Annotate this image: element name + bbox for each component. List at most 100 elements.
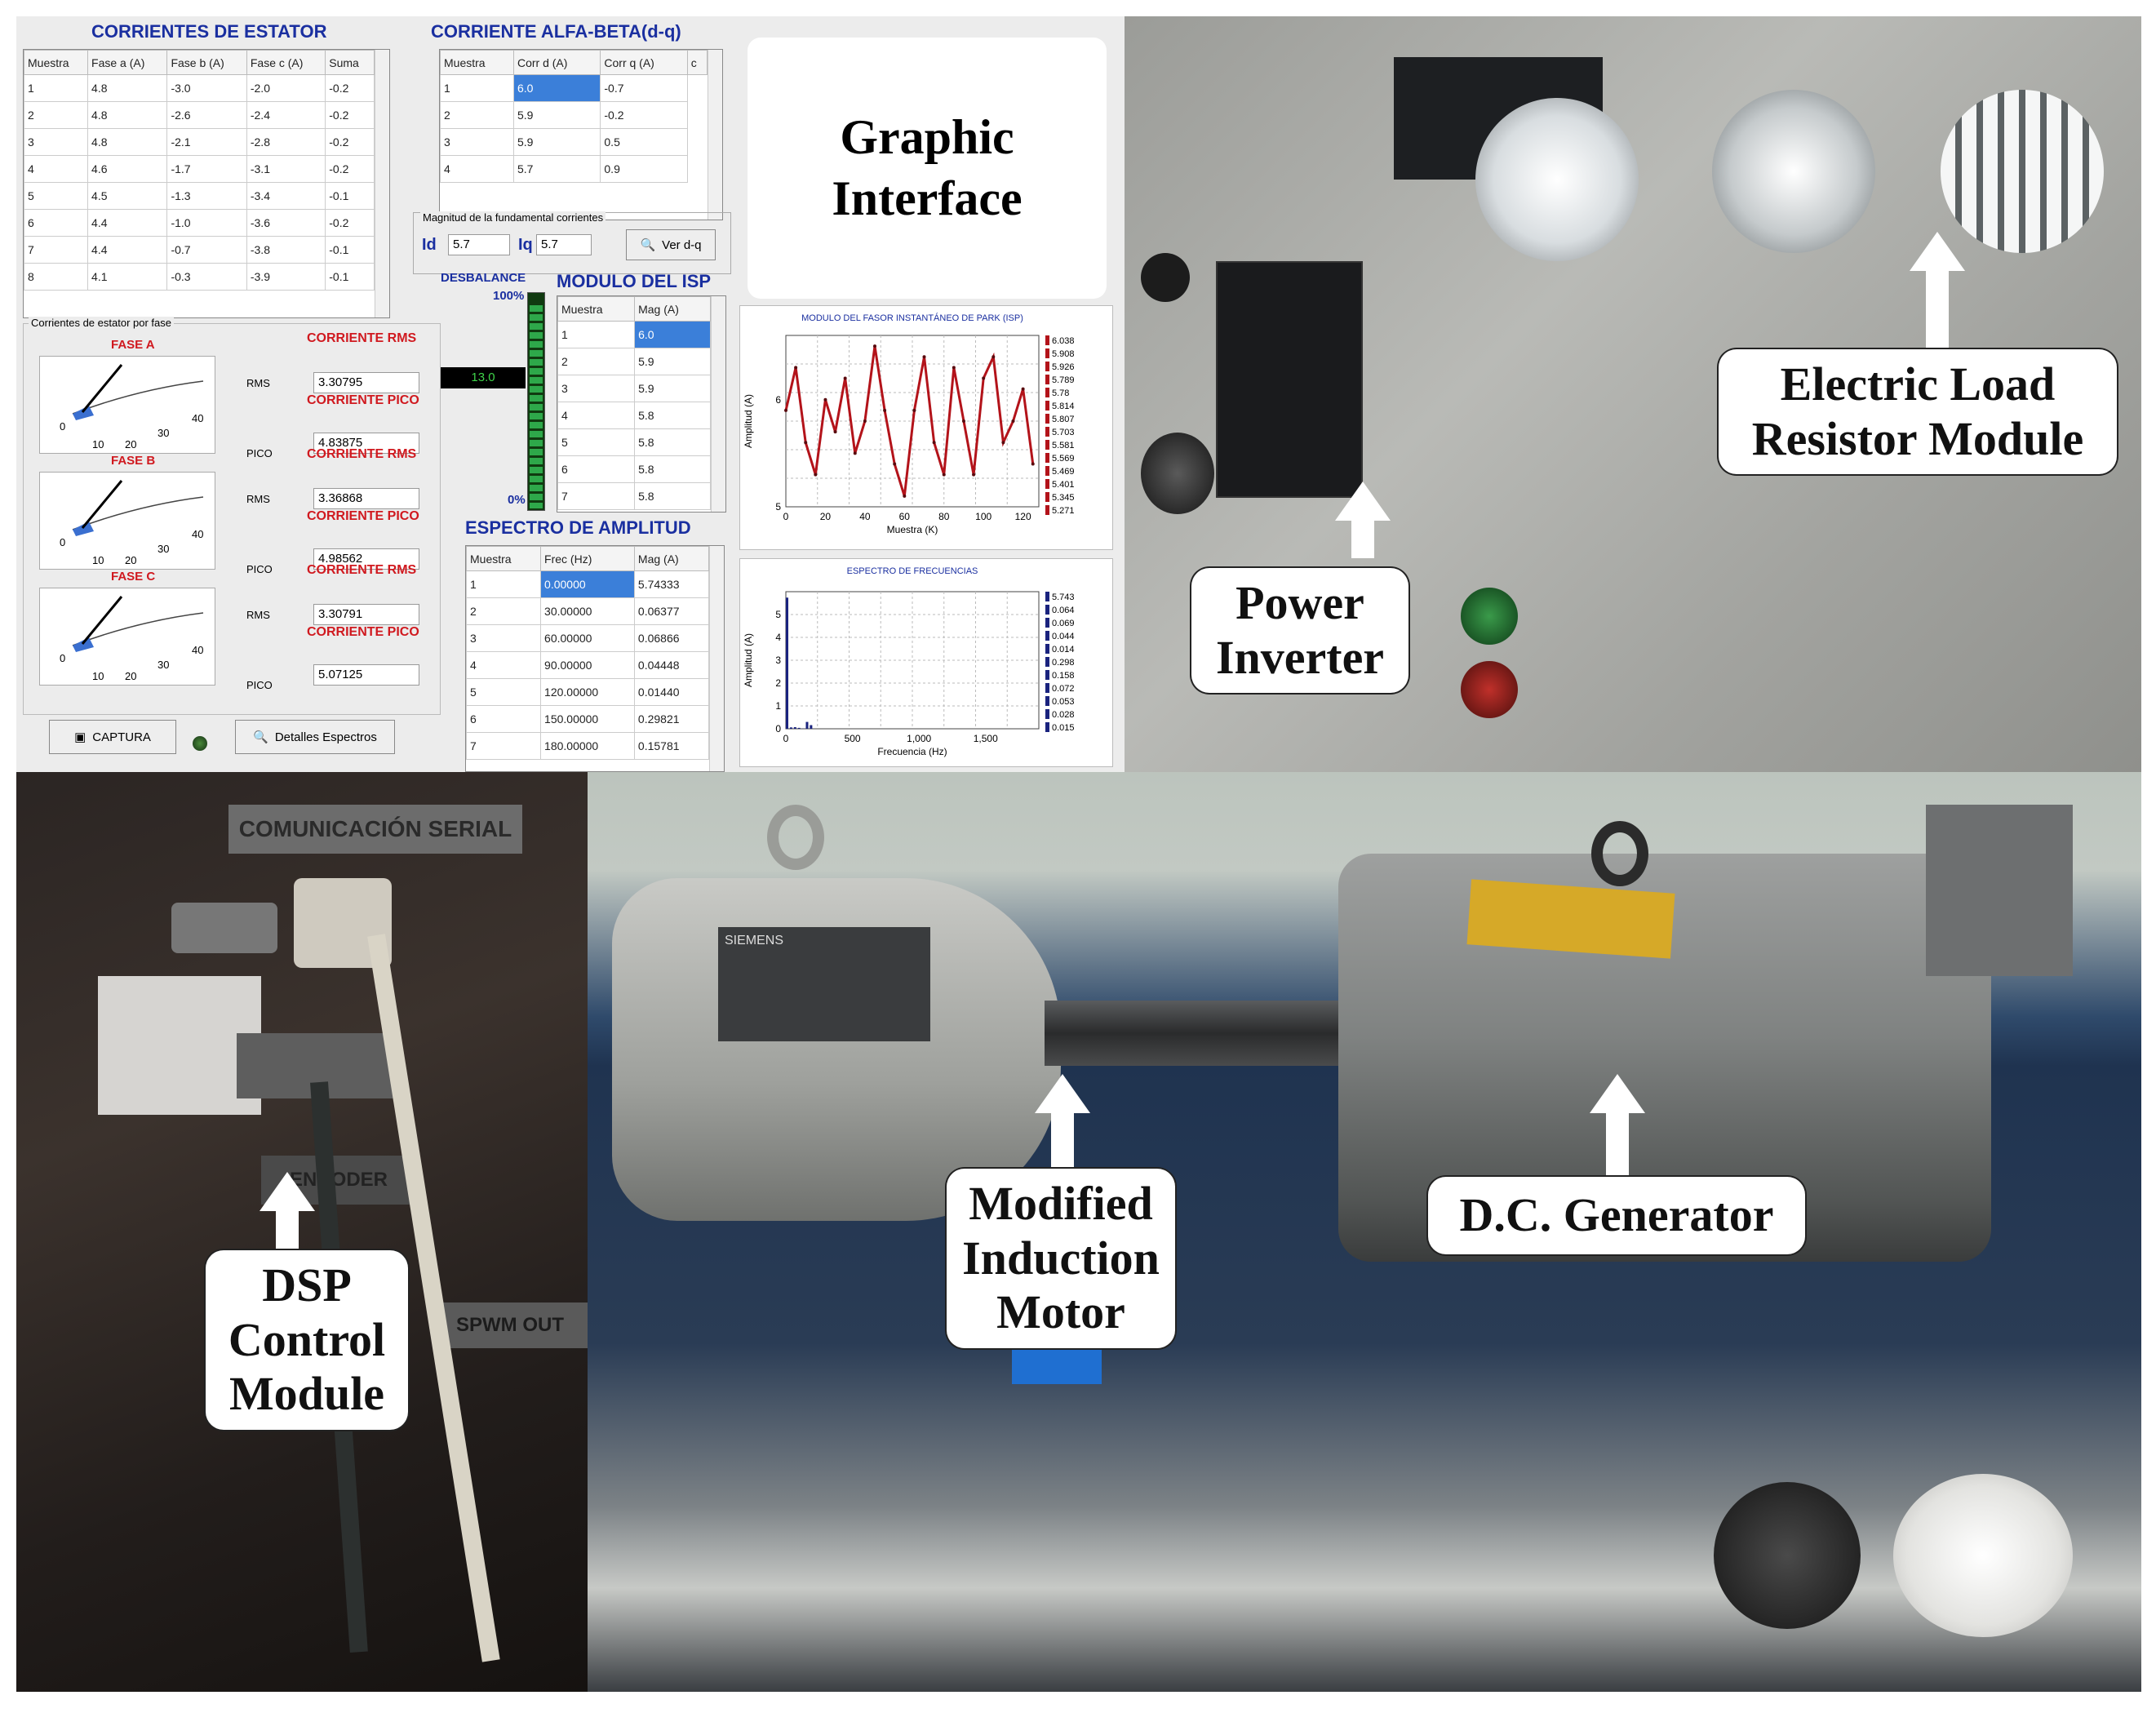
column-header[interactable]: Fase c (A) <box>246 50 326 75</box>
spectrum-table-scrollbar[interactable] <box>709 546 724 771</box>
rms-title: CORRIENTE RMS <box>307 331 417 345</box>
legend-swatch <box>1045 631 1049 641</box>
table-cell: 90.00000 <box>540 651 635 679</box>
legend-swatch <box>1045 605 1049 615</box>
table-cell: 0.06866 <box>633 624 710 652</box>
stator-table-scrollbar[interactable] <box>375 50 389 317</box>
fundamental-magnitude-label: Magnitud de la fundamental corrientes <box>420 211 606 224</box>
iq-field[interactable]: 5.7 <box>536 234 592 255</box>
arrow-shaft <box>1926 269 1949 351</box>
column-header[interactable]: c <box>686 50 708 75</box>
table-cell: -2.8 <box>246 128 326 156</box>
db9-connector <box>171 903 277 953</box>
legend-swatch <box>1045 479 1049 489</box>
table-cell: 2 <box>466 597 542 625</box>
column-header[interactable]: Muestra <box>440 50 514 75</box>
column-header[interactable]: Corr q (A) <box>600 50 688 75</box>
captura-button[interactable]: ▣ CAPTURA <box>49 720 176 754</box>
detalles-espectros-button[interactable]: 🔍 Detalles Espectros <box>235 720 395 754</box>
column-header[interactable]: Fase a (A) <box>87 50 168 75</box>
column-header[interactable]: Frec (Hz) <box>540 546 635 571</box>
x-tick-label: 1,500 <box>974 733 998 744</box>
legend-swatch <box>1045 335 1049 345</box>
column-header[interactable]: Corr d (A) <box>512 50 601 75</box>
gauge-dial <box>72 596 204 652</box>
table-cell: -0.2 <box>325 155 375 183</box>
pico-tag: PICO <box>246 679 273 691</box>
legend-entry: 5.569 <box>1052 454 1075 464</box>
ver-dq-button[interactable]: 🔍 Ver d-q <box>626 229 716 260</box>
legend-swatch <box>1045 696 1049 706</box>
dsp-callout: DSP Control Module <box>206 1250 408 1431</box>
column-header[interactable]: Muestra <box>557 296 636 322</box>
rms-field[interactable]: 3.36868 <box>313 488 419 509</box>
legend-entry: 0.069 <box>1052 619 1075 628</box>
table-cell: 5.8 <box>634 482 711 510</box>
column-header[interactable]: Muestra <box>24 50 89 75</box>
isp-table-scrollbar[interactable] <box>711 296 725 512</box>
y-tick-label: 6 <box>775 394 781 406</box>
table-cell: 4.1 <box>87 263 168 291</box>
table-cell: 4.6 <box>87 155 168 183</box>
table-cell: -0.2 <box>325 209 375 237</box>
legend-entry: 0.064 <box>1052 606 1075 615</box>
arrow-up-icon <box>1910 232 1965 271</box>
capture-icon: ▣ <box>74 730 87 744</box>
table-cell: 3 <box>557 375 636 402</box>
column-header[interactable]: Fase b (A) <box>166 50 247 75</box>
pico-field[interactable]: 4.83875 <box>313 433 419 454</box>
arrow-shaft <box>1351 519 1374 558</box>
rms-tag: RMS <box>246 377 270 389</box>
column-header[interactable]: Mag (A) <box>633 546 710 571</box>
legend-swatch <box>1045 657 1049 667</box>
pico-field[interactable]: 4.98562 <box>313 548 419 570</box>
legend-entry: 5.271 <box>1052 506 1075 516</box>
rms-field[interactable]: 3.30795 <box>313 372 419 393</box>
id-field[interactable]: 5.7 <box>448 234 510 255</box>
x-tick-label: 0 <box>783 733 789 744</box>
y-tick-label: 2 <box>775 677 781 689</box>
pico-field[interactable]: 5.07125 <box>313 664 419 686</box>
legend-entry: 5.345 <box>1052 493 1075 503</box>
column-header[interactable]: Suma <box>325 50 375 75</box>
x-tick-label: 100 <box>975 511 991 522</box>
column-header[interactable]: Mag (A) <box>634 296 711 322</box>
table-cell: 180.00000 <box>540 732 635 760</box>
rms-field[interactable]: 3.30791 <box>313 604 419 625</box>
x-tick-label: 60 <box>899 511 911 522</box>
table-cell: -0.2 <box>325 74 375 102</box>
pico-tag: PICO <box>246 563 273 575</box>
table-cell: -3.4 <box>246 182 326 210</box>
alpha-beta-scrollbar[interactable] <box>708 50 722 220</box>
column-header[interactable]: Muestra <box>466 546 542 571</box>
table-cell: -0.7 <box>166 236 247 264</box>
table-cell: 2 <box>557 348 636 375</box>
